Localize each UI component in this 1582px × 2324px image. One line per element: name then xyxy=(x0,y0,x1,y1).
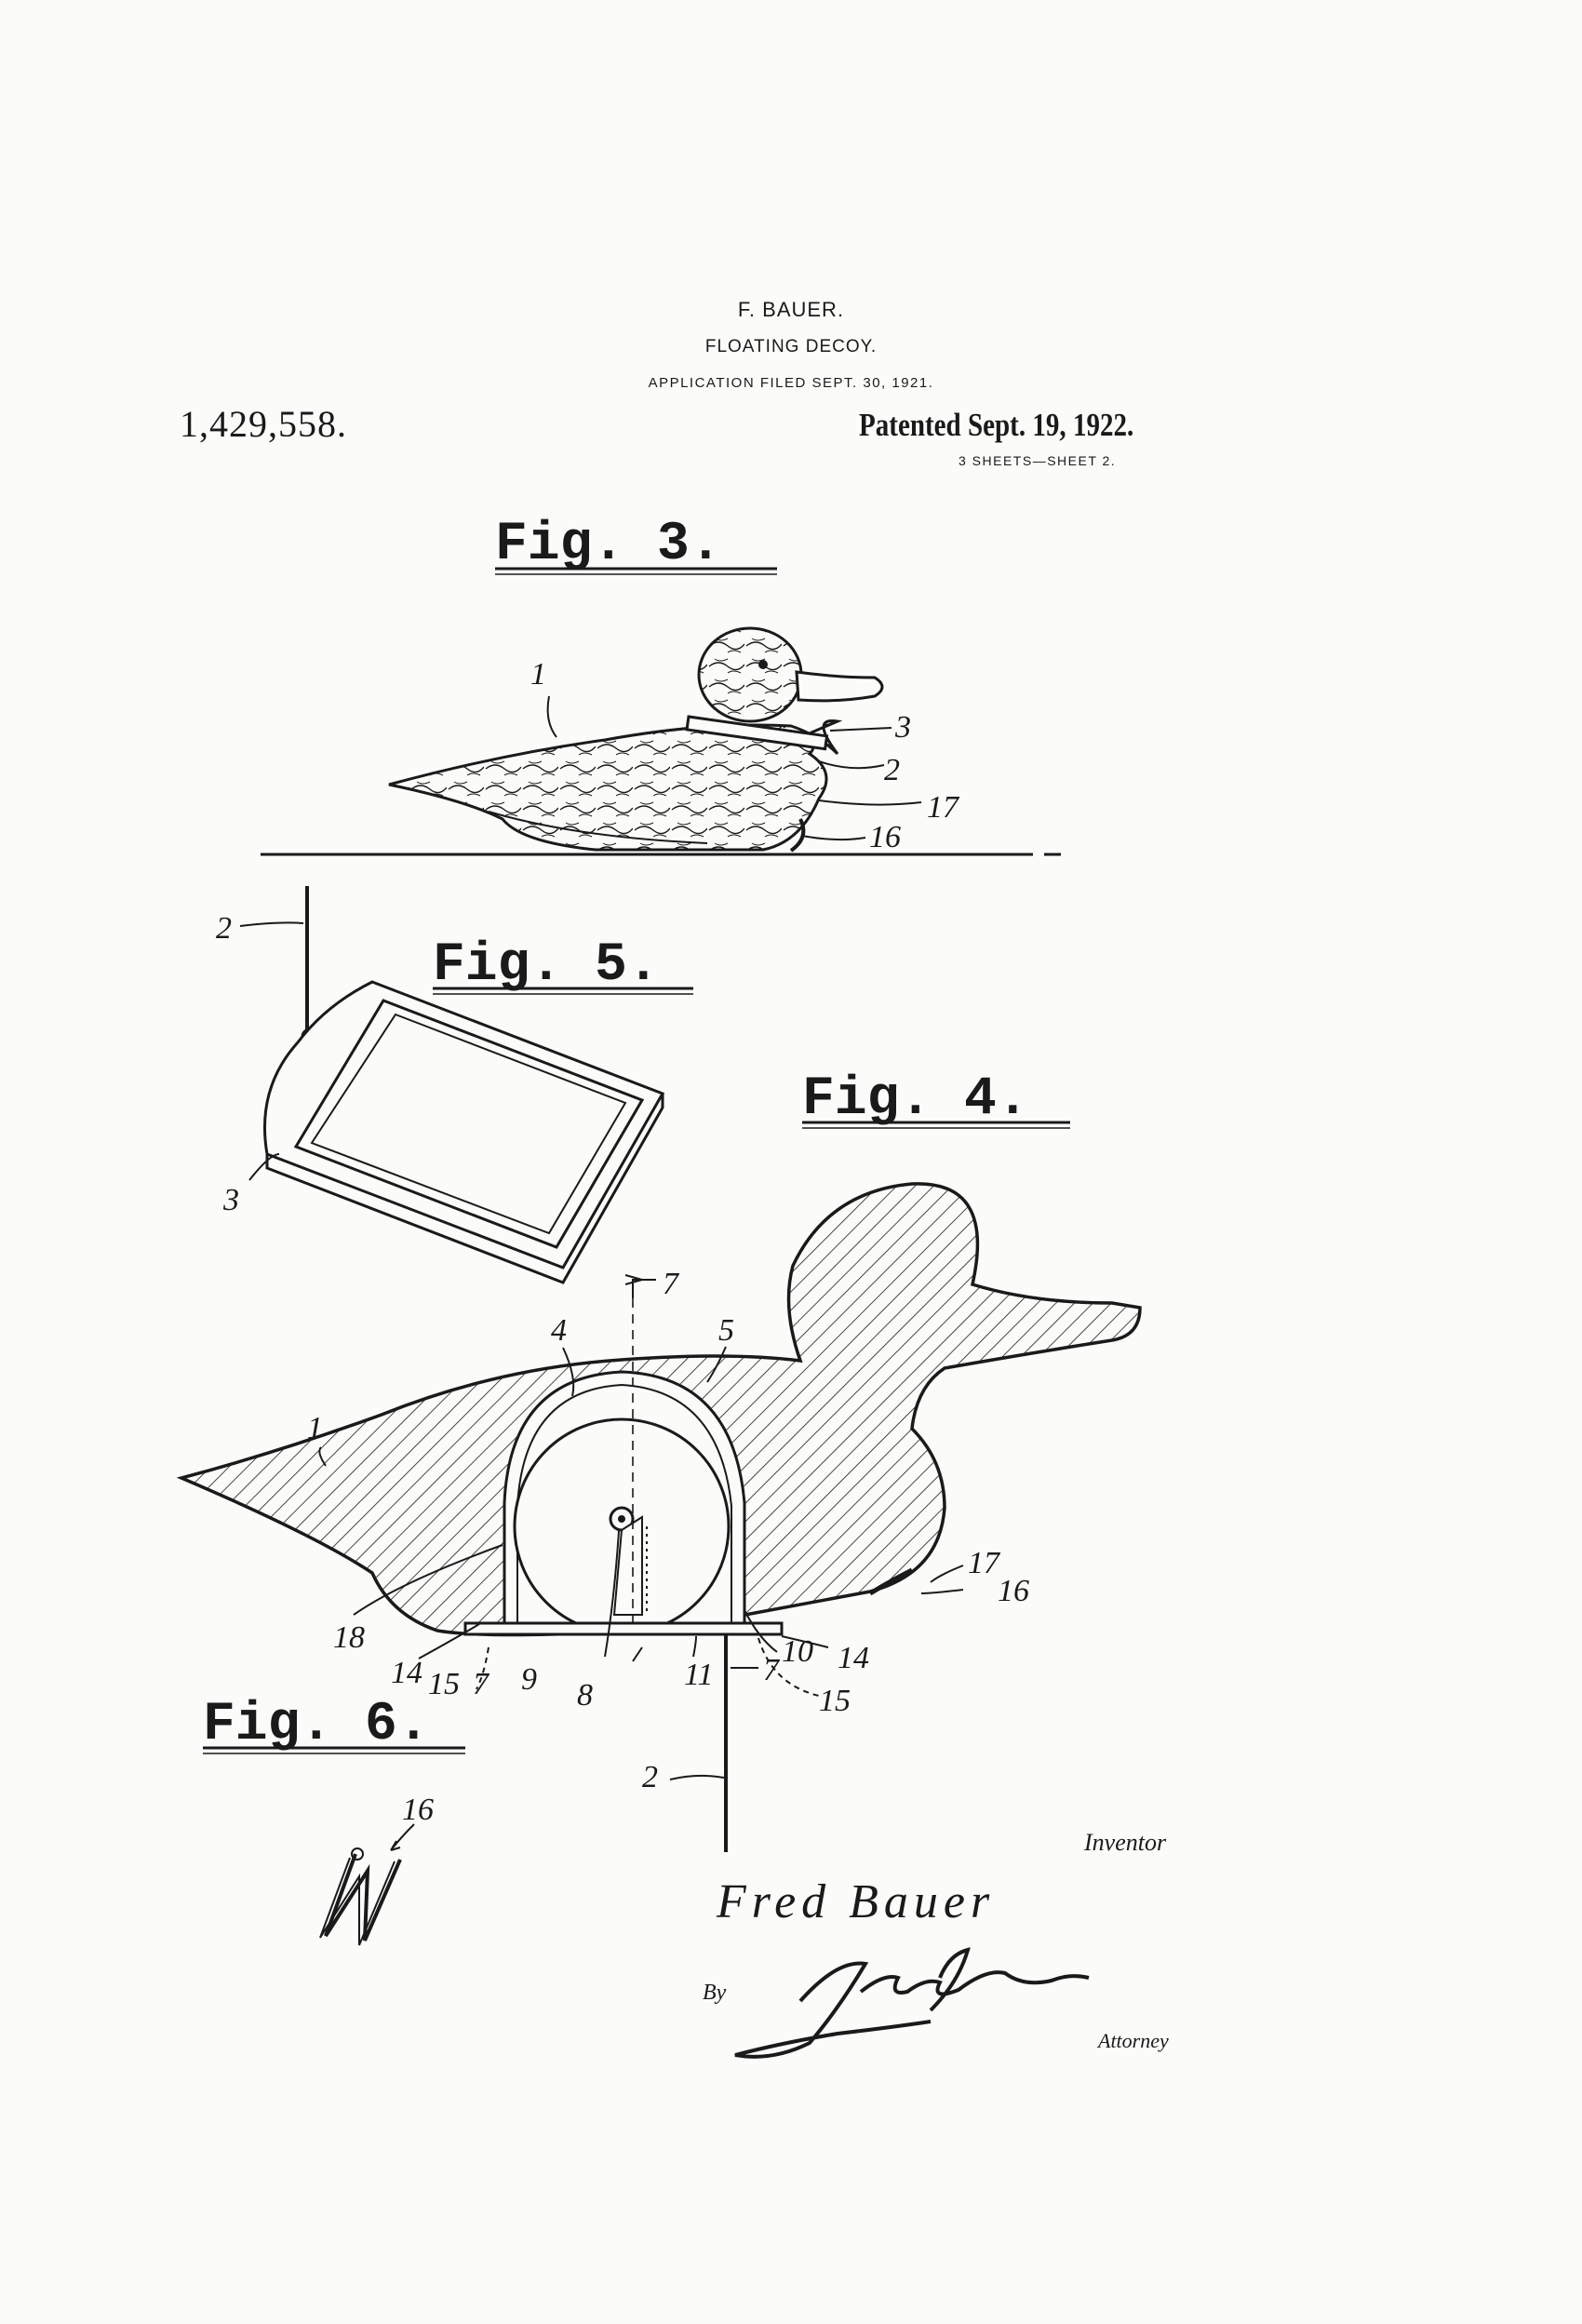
figure-5: Fig. 5. 2 3 xyxy=(216,886,693,1284)
decoy-head xyxy=(697,626,803,723)
fig3-ref-16: 16 xyxy=(869,820,901,854)
collar-strip xyxy=(685,715,829,751)
inventor-name: F. BAUER. xyxy=(737,298,845,321)
patent-date: Patented Sept. 19, 1922. xyxy=(859,407,1134,443)
fig5-label: Fig. 5. xyxy=(433,935,660,996)
fig4-ref-8: 8 xyxy=(577,1678,593,1713)
fig4-ref-15-right: 15 xyxy=(819,1684,851,1718)
wire-clip xyxy=(324,1853,402,1941)
fig4-ref-14-right: 14 xyxy=(838,1641,869,1675)
base-plate xyxy=(463,1621,784,1636)
fig4-ref-2: 2 xyxy=(642,1760,658,1794)
fig4-ref-4: 4 xyxy=(551,1313,567,1348)
fig3-label: Fig. 3. xyxy=(495,515,722,575)
decoy-bill xyxy=(795,670,884,703)
fig4-ref-7-bottom: 7 xyxy=(763,1653,781,1687)
fig4-ref-7-top: 7 xyxy=(663,1267,680,1301)
fig3-ref-3: 3 xyxy=(894,710,911,745)
fig4-ref-15-left: 15 xyxy=(428,1667,460,1701)
fig6-label: Fig. 6. xyxy=(203,1695,430,1755)
fig4-ref-5: 5 xyxy=(718,1313,734,1348)
fig3-ref-17: 17 xyxy=(927,790,960,825)
attorney-caption: Attorney xyxy=(1096,2029,1169,2052)
fig4-ref-9: 9 xyxy=(521,1662,537,1697)
patent-title: FLOATING DECOY. xyxy=(704,337,878,356)
weight-frame xyxy=(263,980,665,1269)
fig4-ref-7-left: 7 xyxy=(473,1667,490,1701)
figure-3: Fig. 3. 1 3 2 17 16 xyxy=(261,515,1061,856)
fig4-ref-11: 11 xyxy=(684,1658,713,1692)
fig4-ref-10: 10 xyxy=(782,1634,813,1669)
signature-block: Inventor Fred Bauer By Attorney xyxy=(703,1829,1169,2059)
fig4-ref-18: 18 xyxy=(333,1620,365,1655)
inventor-caption: Inventor xyxy=(1083,1829,1167,1856)
by-caption: By xyxy=(703,1981,727,2005)
fig4-ref-14-left: 14 xyxy=(391,1656,422,1690)
fig4-ref-1: 1 xyxy=(307,1411,323,1445)
patent-number: 1,429,558. xyxy=(180,403,347,445)
fig4-ref-16: 16 xyxy=(998,1574,1029,1608)
figure-4: Fig. 4. xyxy=(176,1069,1142,1852)
fig4-ref-17: 17 xyxy=(968,1546,1001,1580)
fig5-ref-2: 2 xyxy=(216,911,232,946)
sheets-info: 3 SHEETS—SHEET 2. xyxy=(959,453,1117,468)
attorney-signature xyxy=(734,1947,1090,2059)
inventor-signature: Fred Bauer xyxy=(716,1875,995,1928)
figure-6: Fig. 6. 16 xyxy=(203,1695,465,1946)
fig5-ref-3: 3 xyxy=(222,1183,239,1217)
fig4-label: Fig. 4. xyxy=(802,1069,1029,1130)
fig3-ref-1: 1 xyxy=(530,657,546,692)
fig6-ref-16: 16 xyxy=(402,1793,434,1827)
fig3-ref-2: 2 xyxy=(884,753,900,787)
application-filed-date: APPLICATION FILED SEPT. 30, 1921. xyxy=(648,375,934,391)
